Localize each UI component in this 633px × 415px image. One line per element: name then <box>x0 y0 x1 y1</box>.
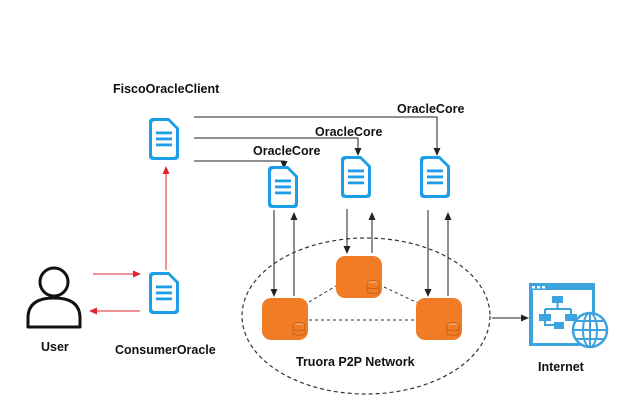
document-icon <box>341 156 371 198</box>
oracle-core-2-label: OracleCore <box>315 125 383 139</box>
internet-icon <box>529 283 609 349</box>
database-node-icon <box>335 255 383 299</box>
database-node-icon <box>261 297 309 341</box>
network-boundary <box>241 237 491 395</box>
connector-client-core1 <box>194 160 288 169</box>
fisco-oracle-client-label: FiscoOracleClient <box>113 82 220 96</box>
user-icon <box>26 266 82 329</box>
node-link-top-right <box>383 286 419 304</box>
network-label: Truora P2P Network <box>296 355 415 369</box>
connector-client-core2 <box>194 137 362 156</box>
consumer-oracle-label: ConsumerOracle <box>115 343 216 357</box>
connector-client-core3 <box>194 116 441 156</box>
internet-label: Internet <box>538 360 584 374</box>
user-label: User <box>41 340 69 354</box>
document-icon <box>268 166 298 208</box>
document-icon <box>149 272 179 314</box>
database-node-icon <box>415 297 463 341</box>
oracle-core-3-label: OracleCore <box>397 102 465 116</box>
document-icon <box>149 118 179 160</box>
node-link-left-top <box>308 285 337 303</box>
document-icon <box>420 156 450 198</box>
oracle-core-1-label: OracleCore <box>253 144 321 158</box>
